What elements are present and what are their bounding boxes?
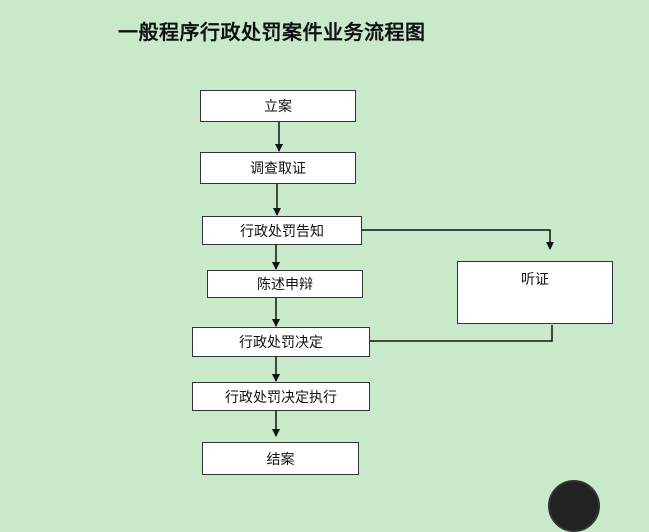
step-statement: 陈述申辩	[207, 270, 363, 298]
corner-circle-icon	[548, 480, 600, 532]
arrow-notice-to-hearing	[362, 229, 554, 250]
step-notice: 行政处罚告知	[202, 216, 362, 245]
step-decision: 行政处罚决定	[192, 327, 370, 357]
flow-connectors	[272, 122, 554, 437]
step-investigation: 调查取证	[200, 152, 356, 184]
step-execution: 行政处罚决定执行	[192, 382, 370, 411]
diagram-title: 一般程序行政处罚案件业务流程图	[118, 20, 426, 44]
step-hearing: 听证	[457, 261, 613, 324]
step-filing: 立案	[200, 90, 356, 122]
arrow-hearing-to-decision	[370, 325, 553, 342]
step-closing: 结案	[202, 442, 359, 475]
